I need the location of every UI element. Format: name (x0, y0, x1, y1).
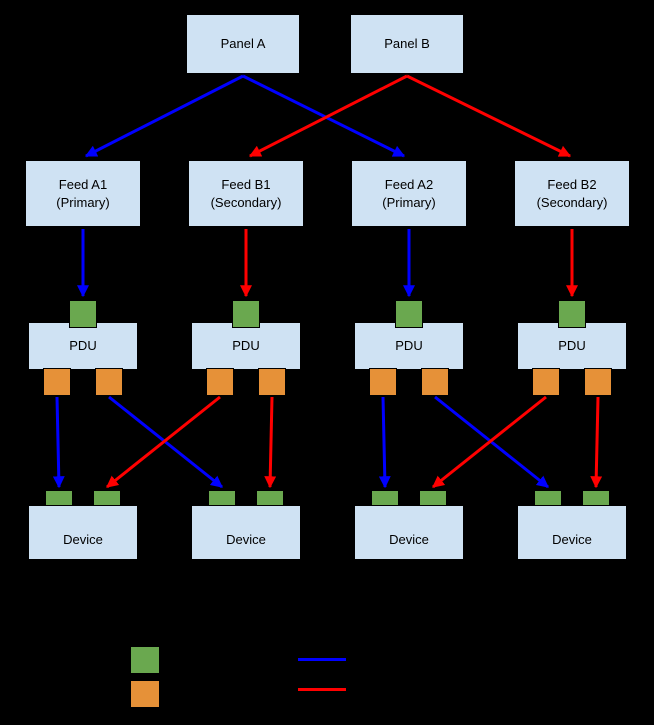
pdu1-output-port-right (95, 368, 123, 396)
pdu2-label: PDU (232, 338, 260, 353)
pdu3-label: PDU (395, 338, 423, 353)
pdu4-node: PDU (517, 322, 627, 370)
feed-a2-node: Feed A2 (Primary) (351, 160, 467, 227)
panel-b-node: Panel B (350, 14, 464, 74)
arrow-panel-a-to-feed-a1 (84, 74, 244, 158)
feed-b2-label: Feed B2 (547, 176, 597, 192)
legend-secondary-line (298, 688, 346, 691)
arrow-pdu4-to-device3 (432, 395, 547, 489)
panel-a-label: Panel A (220, 36, 266, 51)
pdu1-node: PDU (28, 322, 138, 370)
pdu4-input-port (558, 300, 586, 328)
legend-output-port-swatch (130, 680, 160, 708)
feed-a1-sublabel: (Primary) (56, 194, 110, 210)
feed-b1-label: Feed B1 (221, 176, 271, 192)
arrow-pdu1-to-device1 (52, 396, 65, 489)
pdu4-output-port-left (532, 368, 560, 396)
pdu4-output-port-right (584, 368, 612, 396)
pdu2-node: PDU (191, 322, 301, 370)
feed-a1-label: Feed A1 (58, 176, 108, 192)
feed-b2-node: Feed B2 (Secondary) (514, 160, 630, 227)
legend-primary-line (298, 658, 346, 661)
feed-a2-sublabel: (Primary) (382, 194, 436, 210)
arrow-pdu3-to-device3 (378, 396, 391, 489)
pdu3-node: PDU (354, 322, 464, 370)
arrow-pdu2-to-device2 (264, 396, 277, 489)
device4-node: Device (517, 505, 627, 560)
feed-a1-node: Feed A1 (Primary) (25, 160, 141, 227)
pdu1-output-port-left (43, 368, 71, 396)
pdu3-input-port (395, 300, 423, 328)
pdu1-input-port (69, 300, 97, 328)
device1-node: Device (28, 505, 138, 560)
legend-input-port-swatch (130, 646, 160, 674)
arrow-panel-b-to-feed-b2 (406, 74, 572, 158)
pdu1-label: PDU (69, 338, 97, 353)
pdu3-output-port-right (421, 368, 449, 396)
device3-node: Device (354, 505, 464, 560)
device4-label: Device (552, 532, 592, 547)
device2-label: Device (226, 532, 266, 547)
device2-node: Device (191, 505, 301, 560)
feed-b1-sublabel: (Secondary) (210, 194, 282, 210)
arrow-pdu2-to-device1 (106, 395, 221, 489)
pdu2-output-port-left (206, 368, 234, 396)
arrow-pdu3-to-device4 (434, 395, 549, 489)
pdu2-input-port (232, 300, 260, 328)
pdu2-output-port-right (258, 368, 286, 396)
arrow-pdu4-to-device4 (590, 396, 603, 489)
panel-b-label: Panel B (384, 36, 430, 51)
feed-b2-sublabel: (Secondary) (536, 194, 608, 210)
feed-b1-node: Feed B1 (Secondary) (188, 160, 304, 227)
arrow-panel-b-to-feed-b1 (248, 74, 408, 158)
panel-a-node: Panel A (186, 14, 300, 74)
arrow-pdu1-to-device2 (108, 395, 223, 489)
device3-label: Device (389, 532, 429, 547)
arrow-panel-a-to-feed-a2 (242, 74, 406, 158)
pdu3-output-port-left (369, 368, 397, 396)
feed-a2-label: Feed A2 (384, 176, 434, 192)
device1-label: Device (63, 532, 103, 547)
pdu4-label: PDU (558, 338, 586, 353)
